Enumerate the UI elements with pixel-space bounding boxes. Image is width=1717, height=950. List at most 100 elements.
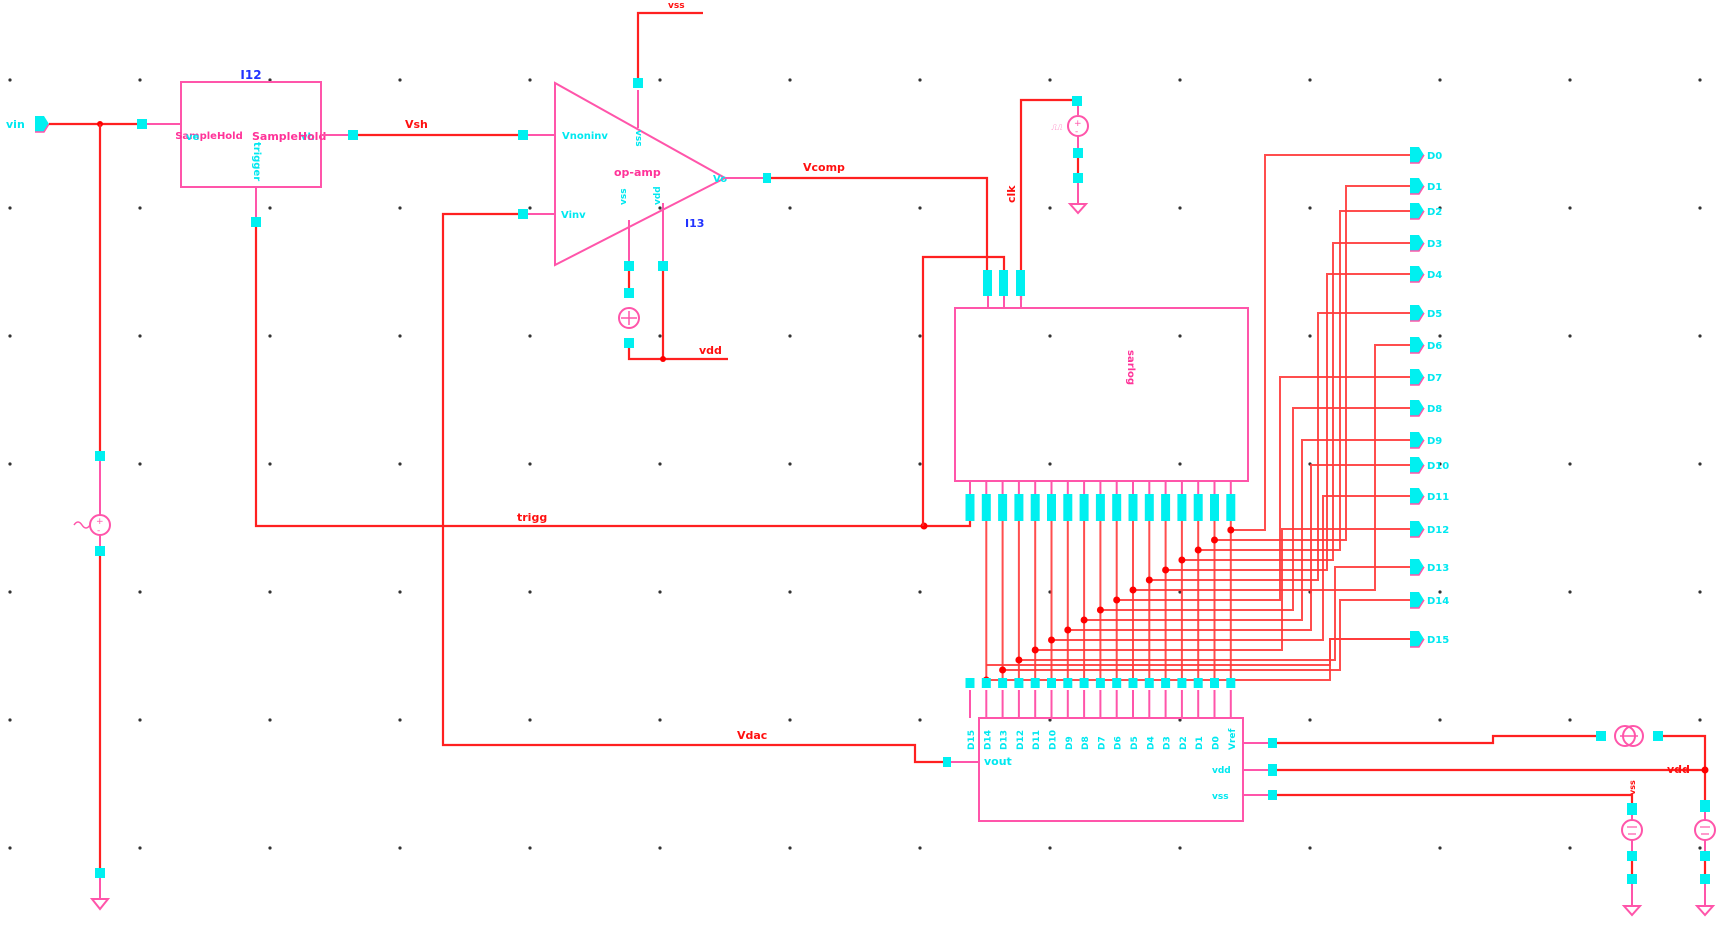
output-pin-d5[interactable]: D5 xyxy=(1410,305,1442,322)
svg-text:D2: D2 xyxy=(1179,736,1189,750)
opamp-pin-noninv: Vnoninv xyxy=(562,131,608,142)
vss-dc-source-icon[interactable] xyxy=(1621,803,1643,917)
vdac-label: Vdac xyxy=(737,729,767,742)
sample-hold-block[interactable]: I12 SampleHold ve vh trigger xyxy=(175,68,322,188)
output-pin-d12[interactable]: D12 xyxy=(1410,521,1449,538)
output-pin-d7[interactable]: D7 xyxy=(1410,369,1442,386)
svg-text:D11: D11 xyxy=(1032,730,1042,750)
clk-label: clk xyxy=(1005,185,1018,203)
vin-label: vin xyxy=(6,118,25,131)
vref-net[interactable] xyxy=(1277,734,1600,745)
output-label: D5 xyxy=(1427,309,1442,320)
trigg-to-sar-wire[interactable] xyxy=(921,255,1006,526)
opamp-pin-inv: Vinv xyxy=(561,210,586,221)
vin-input-pin[interactable]: vin xyxy=(6,116,50,133)
svg-text:D0: D0 xyxy=(1212,736,1222,750)
svg-text:-: - xyxy=(1075,127,1078,137)
sh-pin-trigger: trigger xyxy=(251,142,262,181)
output-pin-d11[interactable]: D11 xyxy=(1410,488,1449,505)
sh-pin-ve: ve xyxy=(186,132,200,143)
output-label: D6 xyxy=(1427,341,1442,352)
output-label: D14 xyxy=(1427,596,1449,607)
vss-top-net[interactable] xyxy=(636,11,703,78)
grid-dots xyxy=(8,78,1702,850)
clk-net[interactable] xyxy=(1019,98,1077,300)
svg-text:D7: D7 xyxy=(1097,736,1107,750)
sar-logic-block[interactable]: sarlog xyxy=(954,307,1249,482)
svg-text:D5: D5 xyxy=(1130,736,1140,750)
vdd-dac-label: vdd xyxy=(1667,763,1690,776)
output-label: D3 xyxy=(1427,239,1442,250)
opamp-pin-top: vss xyxy=(633,130,643,147)
vdd-opamp-label: vdd xyxy=(699,344,722,357)
output-pin-d9[interactable]: D9 xyxy=(1410,432,1442,449)
output-pin-d13[interactable]: D13 xyxy=(1410,559,1449,576)
svg-text:Vref: Vref xyxy=(1228,728,1238,750)
svg-text:D4: D4 xyxy=(1146,736,1156,750)
sample-hold-cell-name: SampleHold xyxy=(175,131,243,142)
vcomp-net[interactable] xyxy=(771,176,989,275)
ground-icon xyxy=(89,898,111,911)
output-pin-d4[interactable]: D4 xyxy=(1410,266,1442,283)
svg-text:D6: D6 xyxy=(1114,736,1124,750)
output-pin-d10[interactable]: D10 xyxy=(1410,457,1449,474)
vdd-opamp-net[interactable] xyxy=(627,348,728,361)
output-label: D1 xyxy=(1427,182,1442,193)
dac-pin-vdd: vdd xyxy=(1212,766,1231,776)
sample-hold-instance: I12 xyxy=(240,68,261,82)
vss-dac-net[interactable] xyxy=(1277,793,1634,805)
vss-dac-label: vss xyxy=(1628,780,1637,795)
vss-top-label: vss xyxy=(668,1,685,11)
trigg-net[interactable] xyxy=(254,227,972,528)
clk-source-waveform-label: ⎍⎍ xyxy=(1051,123,1063,132)
sar-top-pins xyxy=(983,270,1025,308)
clk-pulse-source-icon[interactable]: + - ⎍⎍ xyxy=(1051,106,1089,137)
svg-text:D14: D14 xyxy=(983,730,993,750)
output-label: D10 xyxy=(1427,461,1449,472)
sar-cell-name: sarlog xyxy=(1125,350,1136,385)
vdd-dc-source-icon[interactable] xyxy=(1694,800,1716,917)
output-pin-d8[interactable]: D8 xyxy=(1410,400,1442,417)
svg-text:D12: D12 xyxy=(1016,730,1026,750)
sample-hold-cell-label: SampleHold xyxy=(252,130,326,143)
output-label: D12 xyxy=(1427,525,1449,536)
output-pin-d0[interactable]: D0 xyxy=(1410,147,1442,164)
output-pin-d3[interactable]: D3 xyxy=(1410,235,1442,252)
output-label: D4 xyxy=(1427,270,1442,281)
output-label: D11 xyxy=(1427,492,1449,503)
output-label: D7 xyxy=(1427,373,1442,384)
svg-text:D13: D13 xyxy=(1000,730,1010,750)
sar-bottom-pins xyxy=(965,481,1236,521)
svg-text:D8: D8 xyxy=(1081,736,1091,750)
opamp-cell-name: op-amp xyxy=(614,166,661,179)
opamp-bias-current-source-icon[interactable] xyxy=(618,307,640,329)
output-pin-d2[interactable]: D2 xyxy=(1410,203,1442,220)
vcomp-label: Vcomp xyxy=(803,161,845,174)
output-pin-d15[interactable]: D15 xyxy=(1410,631,1449,648)
output-pin-d14[interactable]: D14 xyxy=(1410,592,1449,609)
vdac-net[interactable] xyxy=(441,212,948,764)
output-pin-d6[interactable]: D6 xyxy=(1410,337,1442,354)
dac-pin-vout: vout xyxy=(984,755,1012,768)
sh-pin-vh: vh xyxy=(301,132,315,143)
svg-text:+: + xyxy=(1074,119,1082,129)
svg-text:+: + xyxy=(96,517,104,527)
trigg-label: trigg xyxy=(517,511,547,524)
svg-text:D1: D1 xyxy=(1195,736,1205,750)
svg-text:D10: D10 xyxy=(1049,730,1059,750)
vref-current-source-icon[interactable] xyxy=(1614,725,1644,747)
vsin-source-icon[interactable]: + - xyxy=(73,451,111,556)
svg-text:-: - xyxy=(97,526,100,536)
sar-to-dac-output-bus[interactable] xyxy=(982,154,1410,684)
opamp-comparator[interactable]: Vnoninv Vinv op-amp Vo I13 vss vss vdd xyxy=(554,81,727,267)
output-pin-d1[interactable]: D1 xyxy=(1410,178,1442,195)
output-label: D13 xyxy=(1427,563,1449,574)
opamp-pin-vo: Vo xyxy=(713,174,727,185)
svg-text:D3: D3 xyxy=(1163,736,1173,750)
output-label: D9 xyxy=(1427,436,1442,447)
output-label: D8 xyxy=(1427,404,1442,415)
output-label: D0 xyxy=(1427,151,1442,162)
svg-text:D9: D9 xyxy=(1065,736,1075,750)
